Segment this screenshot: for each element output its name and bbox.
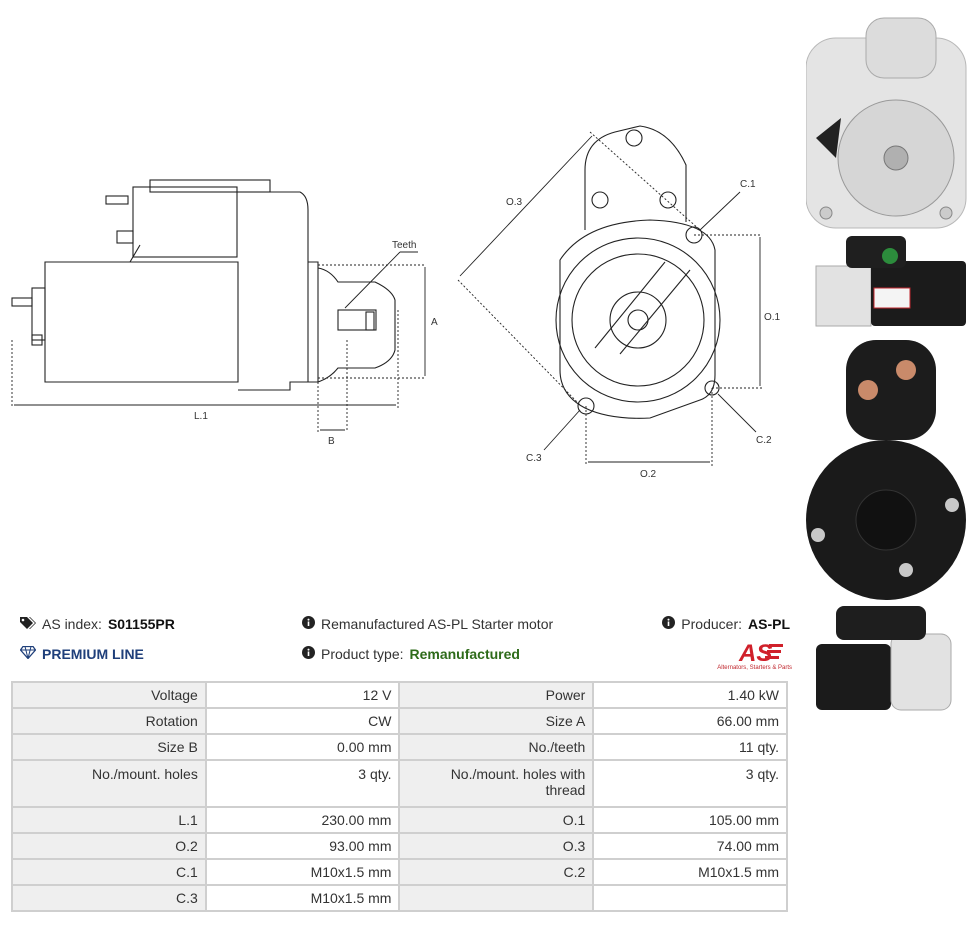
spec-value: 93.00 mm [204, 832, 401, 860]
spec-key: No./mount. holes [11, 759, 207, 808]
spec-key: Size A [398, 707, 595, 735]
label-c3: C.3 [526, 453, 542, 464]
label-o3: O.3 [506, 197, 523, 208]
photo-angled-view[interactable] [806, 606, 970, 716]
spec-value: 0.00 mm [204, 733, 401, 761]
spec-key: C.1 [11, 858, 207, 886]
product-info: AS index: S01155PR PREMIUM LINE Remanufa… [12, 608, 792, 674]
label-l1: L.1 [194, 411, 208, 422]
spec-key: O.2 [11, 832, 207, 860]
spec-key: No./teeth [398, 733, 595, 761]
spec-key: Voltage [11, 681, 207, 709]
spec-value: 74.00 mm [592, 832, 788, 860]
label-o2: O.2 [640, 469, 657, 480]
svg-text:AS: AS [738, 640, 772, 664]
spec-key [398, 884, 595, 912]
photo-front-view[interactable] [806, 8, 970, 236]
solenoid-cap [149, 179, 271, 193]
premium-line-badge[interactable]: PREMIUM LINE [19, 645, 144, 662]
tags-icon [20, 616, 36, 632]
spec-value: M10x1.5 mm [592, 858, 788, 886]
info-icon [302, 646, 315, 662]
spec-key: C.3 [11, 884, 207, 912]
photo-rear-view[interactable] [806, 340, 970, 602]
spec-value: 11 qty. [592, 733, 788, 761]
label-o1: O.1 [764, 312, 781, 323]
spec-value: 12 V [204, 681, 401, 709]
info-icon [302, 616, 315, 632]
producer-value: AS-PL [748, 616, 790, 632]
as-index: AS index: S01155PR [20, 616, 175, 632]
solenoid-body [132, 186, 238, 258]
spec-value: CW [204, 707, 401, 735]
spec-key: Rotation [11, 707, 207, 735]
product-type-value: Remanufactured [409, 646, 520, 662]
spec-key: Power [398, 681, 595, 709]
info-icon [662, 616, 676, 632]
front-lug [584, 125, 687, 230]
product-description: Remanufactured AS-PL Starter motor [302, 616, 553, 632]
spec-key: O.3 [398, 832, 595, 860]
label-a: A [431, 317, 438, 328]
technical-drawings: L.1 B A Teeth O.1 O.2 O.3 C.1 C. [11, 125, 781, 480]
spec-value: 230.00 mm [204, 806, 401, 834]
spec-value: 1.40 kW [592, 681, 788, 709]
label-c1: C.1 [740, 179, 756, 190]
product-type: Product type: Remanufactured [302, 646, 520, 662]
front-flange [559, 219, 716, 419]
motor-body [44, 261, 239, 383]
diamond-icon [19, 645, 37, 662]
spec-value [592, 884, 788, 912]
spec-key: C.2 [398, 858, 595, 886]
spec-value: M10x1.5 mm [204, 884, 401, 912]
spec-key: No./mount. holes with thread [398, 759, 595, 808]
spec-value: 3 qty. [204, 759, 401, 808]
spec-key: L.1 [11, 806, 207, 834]
spec-key: Size B [11, 733, 207, 761]
as-pl-logo: AS [738, 640, 783, 667]
spec-value: 66.00 mm [592, 707, 788, 735]
spec-value: 3 qty. [592, 759, 788, 808]
spec-value: 105.00 mm [592, 806, 788, 834]
producer-logo: AS Alternators, Starters & Parts [717, 640, 792, 671]
label-b: B [328, 436, 335, 447]
label-teeth: Teeth [392, 240, 416, 251]
spec-value: M10x1.5 mm [204, 858, 401, 886]
producer: Producer: AS-PL [662, 616, 790, 632]
as-index-value: S01155PR [107, 616, 175, 632]
spec-key: O.1 [398, 806, 595, 834]
label-c2: C.2 [756, 435, 772, 446]
photo-side-view[interactable] [806, 236, 970, 332]
